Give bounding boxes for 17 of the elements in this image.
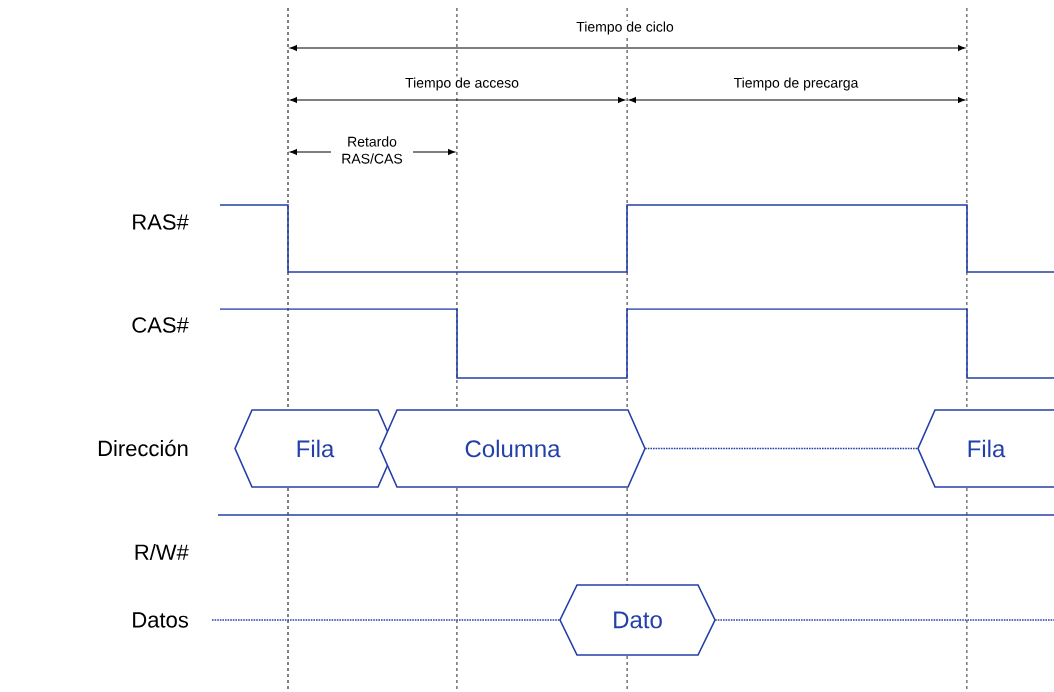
bus-line <box>714 619 1054 621</box>
signal-name: CAS# <box>132 317 189 333</box>
dimension-label: Retardo RAS/CAS <box>331 135 413 165</box>
bus-line <box>644 447 919 450</box>
bus-line <box>211 619 561 621</box>
bus-hexagon: Dato <box>559 584 716 656</box>
bus-hexagon: Fila <box>234 409 396 488</box>
dimension-label: Tiempo de acceso <box>404 76 520 92</box>
dimension-label: Tiempo de ciclo <box>575 20 675 36</box>
signal-name: R/W# <box>135 543 189 561</box>
signal-name: Dirección <box>98 439 188 457</box>
bus-hexagon: Columna <box>379 409 646 488</box>
signal-name: Datos <box>133 612 188 628</box>
dimension-label: Tiempo de precarga <box>732 76 860 92</box>
bus-hexagon: Fila <box>917 409 1054 488</box>
signal-name: RAS# <box>133 214 189 230</box>
node-label: Fila <box>968 439 1006 458</box>
